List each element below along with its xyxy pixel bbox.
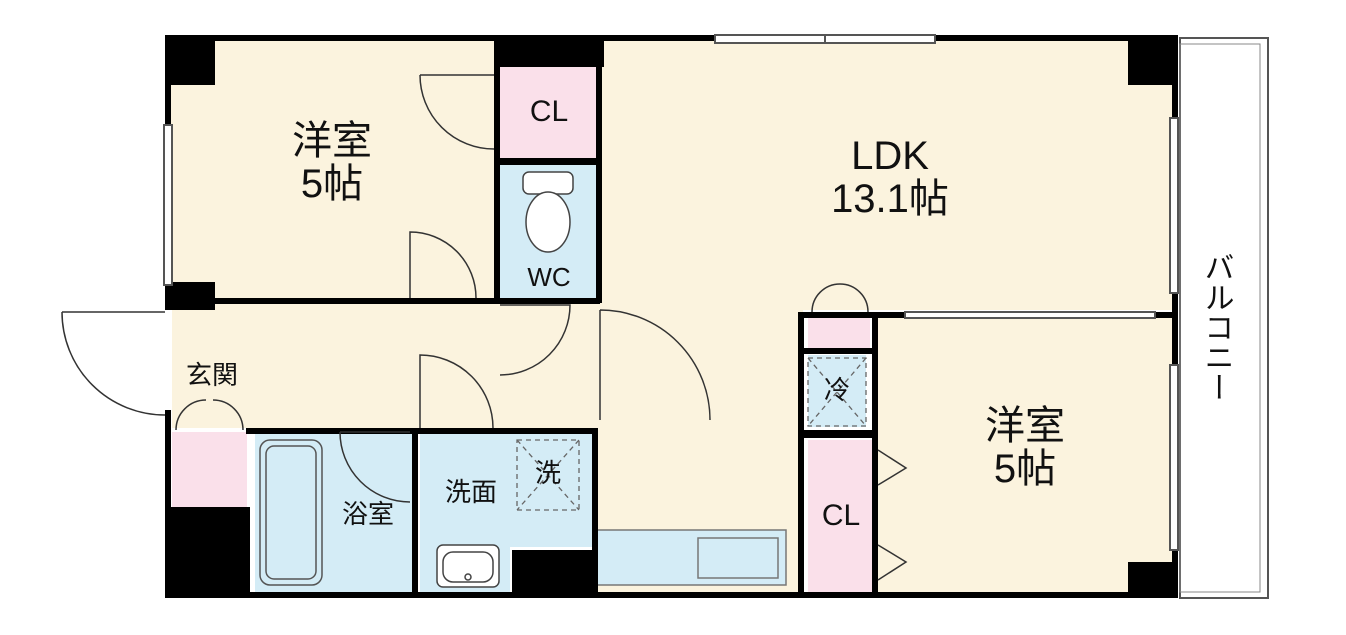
balcony-area: [1179, 37, 1269, 599]
western-room-2-floor: [878, 318, 1173, 593]
closet-top-floor: [500, 66, 596, 158]
toilet-icon: [522, 171, 574, 253]
ldk-label: LDK 13.1帖: [790, 134, 990, 222]
western-room-2-label: 洋室 5帖: [955, 404, 1095, 492]
washroom-floor: [420, 432, 592, 547]
ldk-floor: [598, 40, 1173, 310]
entrance-floor: [172, 303, 250, 428]
storage-small: [808, 318, 870, 348]
toilet-label: WC: [527, 262, 571, 292]
wash-basin-icon: [436, 544, 500, 588]
western-room-2-size: 5帖: [993, 447, 1057, 492]
kitchen-sink: [697, 537, 779, 579]
walls: [165, 35, 1178, 598]
balcony-rail: [1179, 43, 1261, 593]
washer-symbol: 洗: [534, 458, 561, 488]
windows: [163, 34, 1179, 551]
bathtub-icon: [259, 439, 323, 586]
ldk-name: LDK: [851, 134, 929, 178]
western-room-1-name: 洋室: [292, 119, 372, 163]
doors: [61, 74, 908, 581]
entrance-label: 玄関: [185, 360, 238, 390]
balcony-label: バルコニー: [1199, 252, 1233, 402]
bathroom-label: 浴室: [341, 499, 394, 529]
western-room-1-size: 5帖: [300, 162, 364, 207]
western-room-1-floor: [165, 35, 498, 303]
closet-right-floor: [808, 440, 872, 592]
shoe-closet: [172, 432, 247, 507]
western-room-2-name: 洋室: [985, 404, 1065, 448]
washer-space: [516, 439, 580, 511]
ldk-size: 13.1帖: [831, 177, 949, 222]
closet-right-label: CL: [821, 499, 861, 532]
fridge-space-marker: [807, 357, 867, 427]
closet-top-label: CL: [529, 95, 569, 128]
fridge-symbol: 冷: [823, 375, 850, 405]
washroom-label: 洗面: [444, 477, 497, 507]
western-room-1-label: 洋室 5帖: [262, 119, 402, 207]
